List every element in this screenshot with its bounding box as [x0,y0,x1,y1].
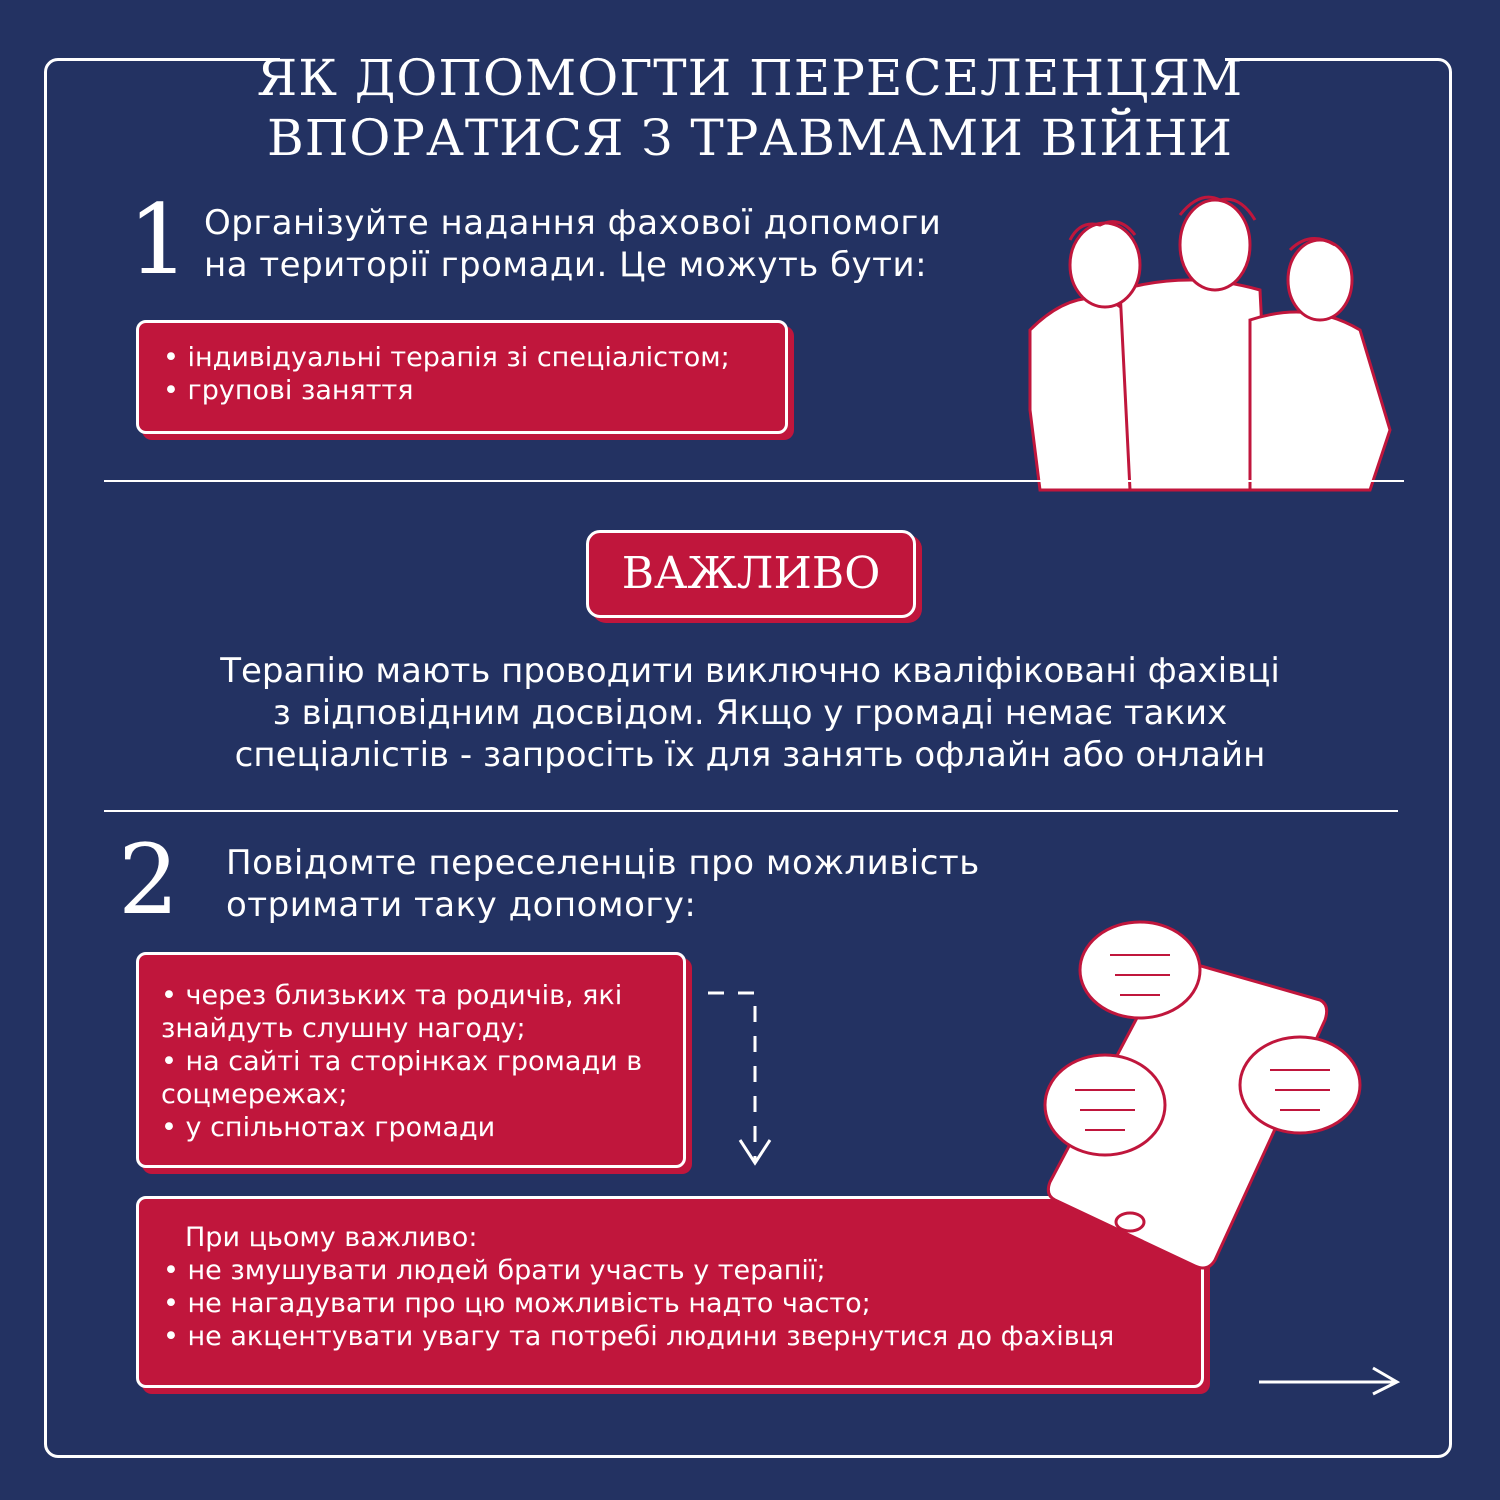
list-item: не змушувати людей брати участь у терапі… [163,1254,1177,1287]
important-text: Терапію мають проводити виключно кваліфі… [100,650,1400,776]
lead-line: на території громади. Це можуть бути: [204,245,928,285]
list-item: не нагадувати про цю можливість надто ча… [163,1287,1177,1320]
people-illustration [1028,195,1392,492]
lead-line: Організуйте надання фахової допомоги [204,203,942,243]
divider [104,480,1404,482]
title-gap [280,40,1225,80]
list-item: у спільнотах громади [161,1111,661,1144]
list-item: групові заняття [163,374,761,407]
list-item: через близьких та родичів, які знайдуть … [161,979,661,1045]
step2-lead: Повідомте переселенців про можливість от… [226,842,980,926]
text-line: спеціалістів - запросіть їх для занять о… [234,735,1266,775]
phone-chat-illustration [1043,920,1362,1270]
lead-line: Повідомте переселенців про можливість [226,843,980,883]
divider [104,810,1398,812]
step-number-1: 1 [128,184,190,296]
title-line: ВПОРАТИСЯ З ТРАВМАМИ ВІЙНИ [266,109,1234,167]
title-line: ЯК ДОПОМОГТИ ПЕРЕСЕЛЕНЦЯМ [256,49,1244,107]
note-title: При цьому важливо: [185,1222,478,1253]
step1-options-box: індивідуальні терапія зі спеціалістом;гр… [136,320,788,434]
next-arrow-icon[interactable] [1255,1360,1405,1400]
text-line: Терапію мають проводити виключно кваліфі… [220,651,1280,691]
page-title: ЯК ДОПОМОГТИ ПЕРЕСЕЛЕНЦЯМ ВПОРАТИСЯ З ТР… [250,48,1250,168]
text-line: з відповідним досвідом. Якщо у громаді н… [272,693,1228,733]
lead-line: отримати таку допомогу: [226,885,697,925]
list-item: на сайті та сторінках громади в соцмереж… [161,1045,661,1111]
dashed-arrow-icon [708,991,772,1166]
important-badge: ВАЖЛИВО [586,530,916,618]
step-number-2: 2 [118,824,180,936]
step2-note-box: При цьому важливо: не змушувати людей бр… [136,1196,1204,1388]
list-item: не акцентувати увагу та потребі людини з… [163,1320,1177,1353]
list-item: індивідуальні терапія зі спеціалістом; [163,341,761,374]
step1-lead: Організуйте надання фахової допомоги на … [204,202,941,286]
step2-channels-box: через близьких та родичів, які знайдуть … [136,952,686,1168]
